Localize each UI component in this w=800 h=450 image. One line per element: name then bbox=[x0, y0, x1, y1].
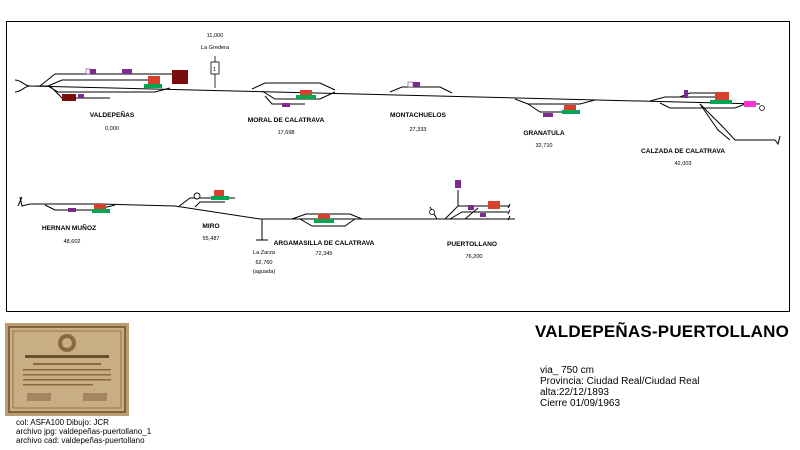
moral-small-building bbox=[282, 103, 290, 107]
station-km: 42,003 bbox=[674, 161, 691, 167]
line-info: via_ 750 cm Provincia: Ciudad Real/Ciuda… bbox=[540, 365, 700, 409]
puertollano-station-building bbox=[488, 201, 500, 209]
diagram-frame bbox=[6, 21, 790, 312]
calzada-platform bbox=[710, 100, 732, 104]
valdepenas-small-building-1b bbox=[85, 68, 91, 75]
station-name: VALDEPEÑAS bbox=[90, 110, 135, 119]
miro-turntable bbox=[193, 192, 201, 200]
station-name: MONTACHUELOS bbox=[390, 112, 447, 119]
argamasilla-station-building bbox=[318, 214, 330, 220]
gauge-text: via_ 750 cm bbox=[540, 365, 594, 376]
stop-note: (aguada) bbox=[253, 269, 276, 275]
montachuelos-building bbox=[408, 82, 420, 87]
calzada-turntable bbox=[759, 105, 765, 111]
calzada-small-building bbox=[684, 90, 688, 98]
buildings-row2 bbox=[68, 180, 500, 223]
credits-line: col: ASFA100 Dibujo: JCR bbox=[16, 418, 109, 427]
credits: col: ASFA100 Dibujo: JCR archivo jpg: va… bbox=[16, 418, 151, 445]
station-name: MORAL DE CALATRAVA bbox=[248, 117, 325, 124]
station-name: MIRO bbox=[202, 223, 219, 230]
miro-station-building bbox=[214, 190, 224, 196]
calzada-station-building bbox=[715, 92, 729, 100]
buildings-row1 bbox=[62, 68, 765, 117]
puertollano-small-building-1 bbox=[468, 205, 474, 210]
montachuelos-building-b bbox=[407, 81, 414, 88]
puertollano-turntable bbox=[429, 209, 435, 215]
argamasilla-platform bbox=[314, 219, 334, 223]
valdepenas-platform bbox=[144, 84, 162, 88]
stop-name: La Gredera bbox=[201, 45, 230, 51]
station-name: CALZADA DE CALATRAVA bbox=[641, 148, 725, 155]
station-name: PUERTOLLANO bbox=[447, 241, 497, 248]
station-km: 17,698 bbox=[277, 130, 294, 136]
valdepenas-small-building-3 bbox=[78, 94, 84, 98]
puertollano-small-building-2 bbox=[455, 180, 461, 188]
hernan-small-building bbox=[68, 208, 76, 212]
granatula-platform bbox=[562, 110, 580, 114]
valdepenas-station-building bbox=[148, 76, 160, 84]
station-name: HERNAN MUÑOZ bbox=[42, 223, 96, 232]
stop-km: 62,760 bbox=[255, 260, 272, 266]
valdepenas-shed bbox=[62, 94, 76, 101]
station-km: 32,710 bbox=[535, 143, 552, 149]
svg-text:1: 1 bbox=[213, 67, 216, 73]
share-certificate-image bbox=[5, 323, 129, 416]
credits-line: archivo cad: valdepeñas-puertollano bbox=[16, 436, 145, 445]
stop-km: 11,000 bbox=[207, 33, 224, 39]
station-name: ARGAMASILLA DE CALATRAVA bbox=[274, 240, 375, 247]
moral-station-building bbox=[300, 90, 312, 96]
province-text: Provincia: Ciudad Real/Ciudad Real bbox=[540, 376, 700, 387]
tracks-row1 bbox=[14, 73, 781, 146]
tracks-row2 bbox=[44, 190, 511, 241]
station-km: 72,345 bbox=[315, 251, 332, 257]
granatula-station-building bbox=[564, 105, 576, 111]
calzada-highlight-building bbox=[744, 101, 756, 107]
line-title: VALDEPEÑAS-PUERTOLLANO bbox=[535, 322, 790, 341]
station-km: 48,602 bbox=[63, 239, 80, 245]
closing-date: Cierre 01/09/1963 bbox=[540, 398, 621, 409]
station-km: 55,487 bbox=[202, 236, 219, 242]
hernan-station-building bbox=[94, 204, 106, 210]
station-name: GRANATULA bbox=[523, 130, 565, 137]
granatula-small-building bbox=[543, 113, 553, 117]
station-km: 76,200 bbox=[465, 254, 482, 260]
moral-platform bbox=[296, 95, 316, 99]
miro-platform bbox=[211, 196, 229, 200]
valdepenas-small-building-1 bbox=[86, 69, 96, 74]
credits-line: archivo jpg: valdepeñas-puertollano_1 bbox=[16, 427, 152, 436]
main-line-row2 bbox=[17, 196, 515, 220]
stop-name: La Zarza bbox=[253, 250, 276, 256]
puertollano-small-building-3 bbox=[480, 213, 486, 217]
main-line-row1 bbox=[29, 85, 761, 105]
opening-date: alta:22/12/1893 bbox=[540, 387, 609, 398]
station-km: 0,000 bbox=[105, 126, 119, 132]
valdepenas-warehouse bbox=[172, 70, 188, 84]
la-gredera-stop: 1 bbox=[210, 56, 220, 88]
hernan-platform bbox=[92, 209, 110, 213]
station-km: 27,333 bbox=[409, 127, 426, 133]
valdepenas-small-building-2 bbox=[122, 69, 132, 74]
